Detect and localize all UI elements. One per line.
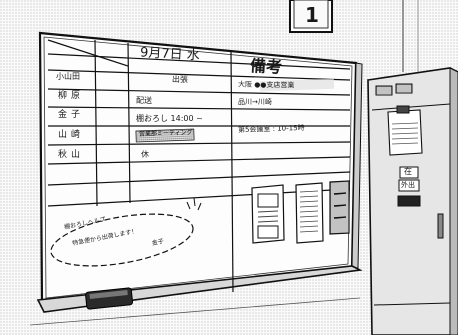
wall-clock	[289, 0, 333, 33]
cabinet-tag-2: 外出	[401, 181, 415, 189]
posted-notices	[251, 180, 350, 244]
status-row-3: 棚おろし 14:00 ~	[136, 114, 203, 123]
status-row-2: 配送	[135, 95, 153, 106]
status-row-1: 出張	[171, 74, 189, 85]
remarks-header: 備考	[249, 56, 283, 77]
status-tag-dark	[397, 195, 421, 207]
remarks-row-2: 品川→川崎	[238, 98, 272, 106]
cabinet-tag-1: 在	[404, 167, 412, 176]
remarks-row-1: 大阪 ●●支店営業	[237, 80, 295, 90]
eraser	[85, 287, 134, 310]
whiteboard-surface	[38, 31, 358, 305]
name-row-3: 金子	[58, 110, 85, 120]
board-date: 9月7日 水	[139, 45, 201, 64]
name-row-5: 秋山	[58, 150, 85, 160]
name-row-2: 柳原	[58, 91, 85, 101]
memo-bubble	[50, 213, 194, 267]
name-row-1: 小山田	[56, 72, 80, 81]
status-row-5: 休	[140, 149, 150, 160]
meeting-highlight	[135, 128, 195, 143]
memo-scribbles	[186, 197, 202, 211]
clock-numeral: 1	[305, 3, 319, 27]
name-row-4: 山崎	[58, 130, 85, 140]
cabinet	[367, 67, 458, 335]
